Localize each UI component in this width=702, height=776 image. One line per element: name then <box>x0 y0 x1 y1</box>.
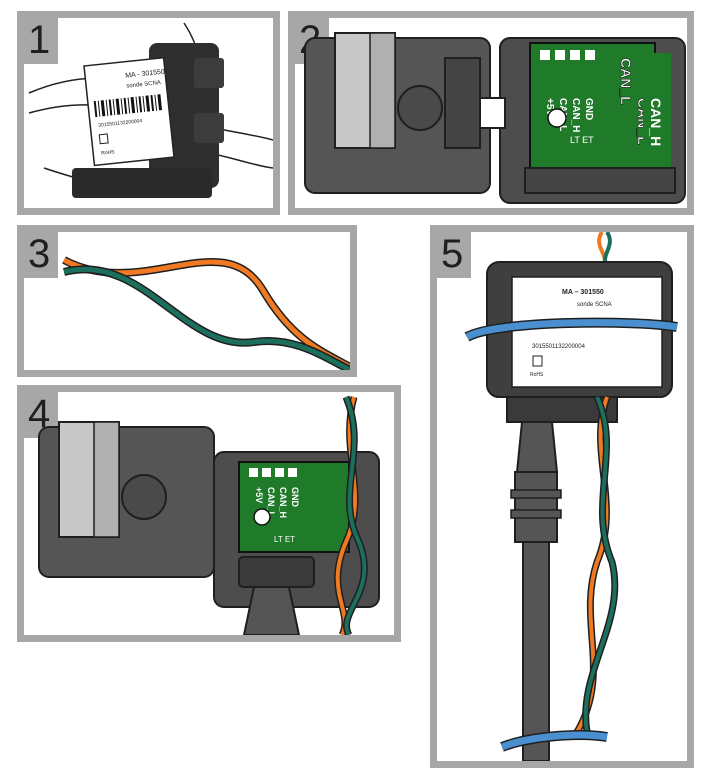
step-5-panel: 5 MA – 301550 sonde SCNA 301550113220000… <box>430 225 694 768</box>
pcb-pin-3: CAN_H <box>278 487 288 518</box>
pcb-extra: LT ET <box>274 535 295 544</box>
wire-label-1: CAN_L <box>618 58 634 105</box>
step-2-illustration: +5V CAN_L CAN_H GND LT ET CAN_L CAN_L CA… <box>304 32 686 204</box>
orange-wire <box>62 257 350 370</box>
step-5-illustration: MA – 301550 sonde SCNA 3015501132200004 … <box>464 232 678 761</box>
device-label <box>511 276 663 388</box>
green-wire <box>344 396 367 635</box>
barcode-number: 3015501132200004 <box>532 344 586 350</box>
rohs-mark: RoHS <box>530 372 544 378</box>
step-2-panel: 2 +5V CAN_L CAN_H GND LT ET CAN_L CAN_L <box>288 11 694 215</box>
step-1-illustration: MA - 301550 sonde SCNA 3015501132200004 … <box>28 22 273 198</box>
cable-tie-bottom <box>500 731 608 751</box>
rohs-mark: RoHS <box>101 149 116 156</box>
label-model: MA - 301550 <box>125 69 165 80</box>
pcb-pin-1: +5V <box>544 98 555 116</box>
step-1-panel: 1 MA - 301550 sonde SCNA 301550113 <box>17 11 280 215</box>
step-3-illustration <box>62 256 350 370</box>
step-1-number: 1 <box>24 18 59 64</box>
wire-labels: CAN_L CAN_L CAN_H <box>618 53 671 178</box>
barcode-number: 3015501132200004 <box>98 118 143 129</box>
label-name: sonde SCNA <box>126 80 161 90</box>
pcb-pin-1: +5V <box>254 487 264 503</box>
pcb-pin-4: GND <box>290 487 300 508</box>
green-wire <box>583 396 617 733</box>
pcb-pin-4: GND <box>583 98 594 120</box>
cable-tie-top <box>465 319 678 341</box>
cable <box>242 586 301 635</box>
step-4-illustration: +5V CAN_L CAN_H GND LT ET <box>38 395 380 635</box>
orange-wire <box>335 396 358 635</box>
barcode <box>93 94 163 118</box>
step-5-number: 5 <box>437 232 472 278</box>
label-name: sonde SCNA <box>577 302 612 308</box>
green-wire <box>63 267 350 370</box>
label-model: MA – 301550 <box>562 289 604 296</box>
step-3-panel: 3 <box>17 225 357 377</box>
pcb-pin-2: CAN_L <box>266 487 276 518</box>
device-label <box>83 56 175 167</box>
cable <box>522 541 550 761</box>
pcb-board <box>529 42 656 169</box>
wire-label-3: CAN_H <box>648 98 664 146</box>
pcb-extra: LT ET <box>570 135 594 145</box>
step-4-panel: 4 +5V CAN_L CAN_H GND LT ET <box>17 385 401 642</box>
pcb-pin-3: CAN_H <box>570 98 581 132</box>
step-3-number: 3 <box>24 232 59 278</box>
